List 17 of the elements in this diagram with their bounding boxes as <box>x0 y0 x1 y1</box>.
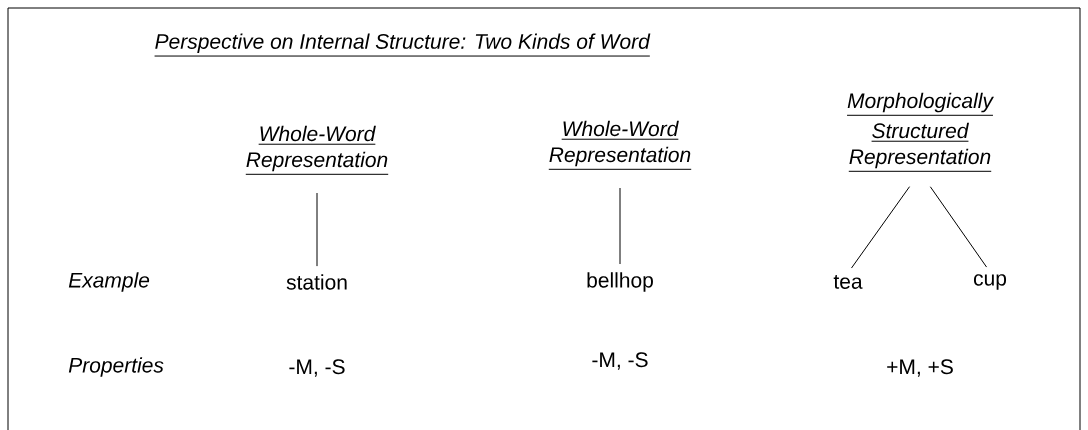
heading: Morphologically Structured Representation <box>846 92 994 172</box>
property-value: -M, -S <box>592 352 648 370</box>
property-value: +M, +S <box>887 359 953 377</box>
tree-line <box>316 192 318 267</box>
tree-line <box>851 186 911 269</box>
heading: Whole-Word Representation <box>548 120 692 170</box>
property-value: -M, -S <box>289 359 345 377</box>
heading: Whole-Word Representation <box>245 125 389 175</box>
tree-line <box>619 187 621 265</box>
example-word: bellhop <box>587 272 653 292</box>
title: Perspective on Internal Structure: Two Kinds of Word <box>154 33 651 57</box>
row-label: Example <box>68 272 150 292</box>
example-word: cup <box>973 274 1007 290</box>
example-word: station <box>286 274 347 290</box>
tree-line <box>929 186 988 268</box>
example-word: tea <box>833 275 863 289</box>
row-label: Properties <box>68 357 164 377</box>
